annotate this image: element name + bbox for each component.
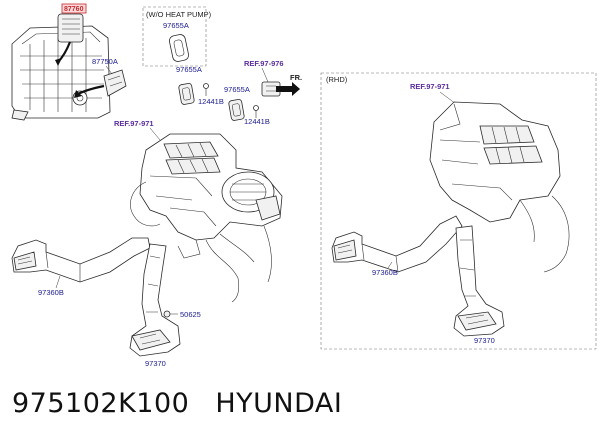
footer-part-number: 975102K100: [12, 388, 190, 419]
label-97655a-top: 97655A: [163, 21, 189, 30]
part-87760-grille: [55, 13, 84, 66]
label-97360b-rhd: 97360B: [372, 268, 398, 277]
part-97655a-gasket-right: [228, 99, 245, 121]
vehicle-rear-view: [11, 25, 111, 121]
part-97655a-gasket-left: [178, 83, 195, 105]
part-97370-duct-left: [129, 243, 181, 357]
front-arrow-icon: [276, 82, 300, 96]
part-50625-clip: [163, 310, 178, 318]
heat-pump-note: (W/O HEAT PUMP): [146, 10, 212, 19]
fr-label: FR.: [290, 73, 302, 82]
label-97370-rhd: 97370: [474, 336, 495, 345]
highlight-box: [61, 3, 87, 14]
label-12441b-right: 12441B: [244, 117, 270, 126]
ref-97-971-rhd: REF.97-971: [410, 82, 450, 91]
footer-caption: 975102K100 HYUNDAI: [12, 388, 342, 419]
ref-97-971-left: REF.97-971: [114, 119, 154, 128]
label-97370-left: 97370: [145, 359, 166, 368]
label-97655a-left: 97655A: [176, 65, 202, 74]
part-97370-duct-rhd: [453, 225, 505, 337]
label-87760: 87760: [64, 6, 84, 13]
label-97360b-left: 97360B: [38, 288, 64, 297]
rhd-inset-box: [320, 72, 597, 350]
part-12441b-screw-right: [253, 105, 259, 118]
parts-diagram: 87760 87750A (W/O HEAT PUMP) 97655A 9765…: [11, 3, 597, 368]
part-97360b-duct-rhd: [331, 215, 463, 273]
heat-pump-inset-box: [142, 6, 207, 67]
hvac-assembly-left: [130, 133, 283, 303]
part-97655a-gasket-top: [169, 34, 189, 62]
label-87750a: 87750A: [92, 57, 118, 66]
part-12441b-screw-left: [203, 83, 209, 96]
hvac-assembly-rhd: [429, 101, 570, 273]
label-97655a-right: 97655A: [224, 85, 250, 94]
ref-97-976: REF.97-976: [244, 59, 284, 68]
part-97360b-duct-left: [11, 237, 151, 283]
label-12441b-left: 12441B: [198, 97, 224, 106]
label-50625: 50625: [180, 310, 201, 319]
footer-brand: HYUNDAI: [215, 388, 343, 419]
part-87750a-garnish: [74, 69, 127, 98]
rhd-label: (RHD): [326, 75, 348, 84]
